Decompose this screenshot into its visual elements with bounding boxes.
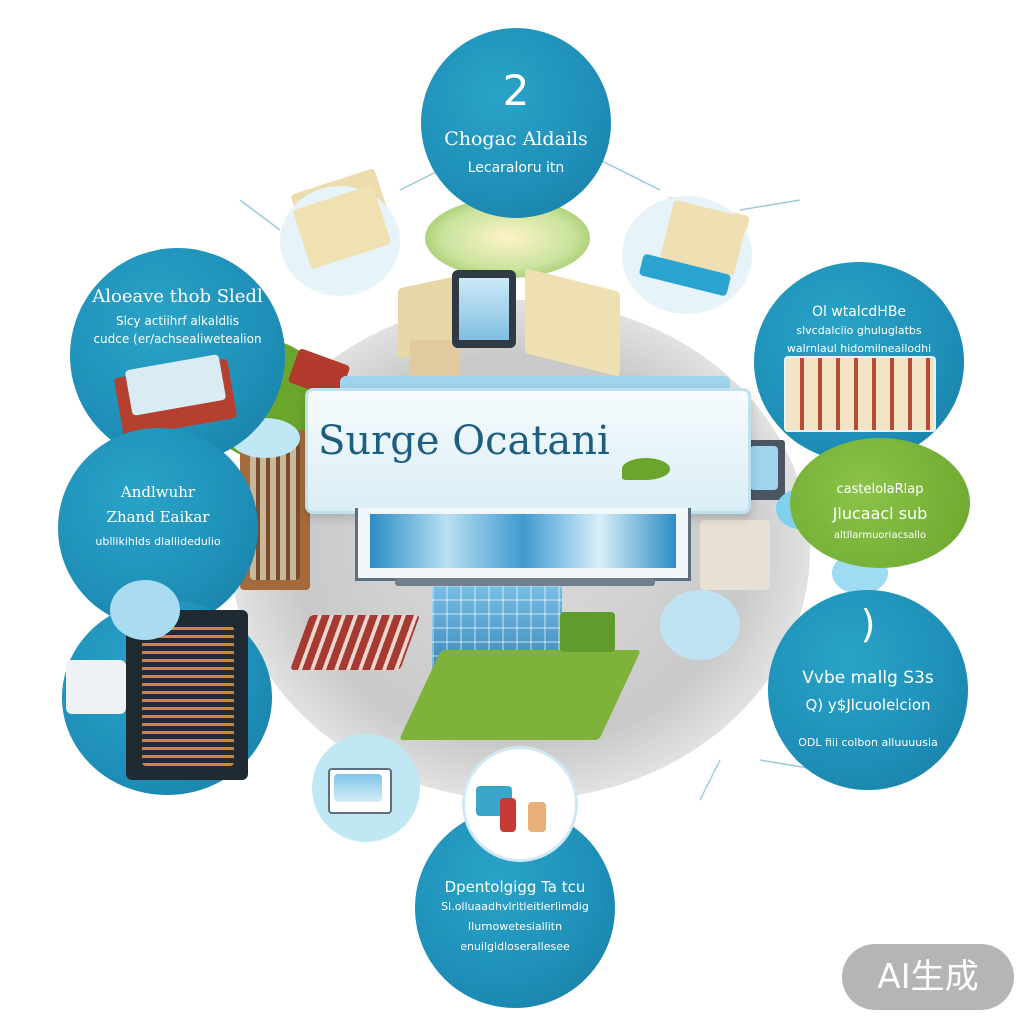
central-title: Surge Ocatani	[318, 418, 610, 464]
topic-line: altllarmuoriacsallo	[833, 530, 927, 541]
leaf-icon	[622, 458, 670, 480]
map-panel	[410, 340, 460, 380]
screen-display	[750, 446, 778, 490]
topic-line: Ilurnowetesiallitn	[467, 920, 563, 933]
green-lawn	[560, 612, 615, 652]
topic-title: Ol wtalcdHBe	[811, 304, 907, 320]
title-banner	[305, 388, 751, 514]
topic-line: cudce (er/achsealiwetealion	[93, 332, 262, 346]
topic-title: Aloeave thob Sledl	[92, 286, 263, 307]
topic-line: ODL fiii colbon alluuuusia	[798, 736, 938, 749]
topic-line: ubllikihlds dlallidedulio	[95, 535, 221, 548]
topic-title: Dpentolgigg Ta tcu	[444, 878, 586, 896]
topic-number: 2	[502, 66, 530, 115]
topic-line: Jlucaacl sub	[832, 504, 928, 523]
topic-bubble-right-lower: ) Vvbe mallg S3s Q) y$Jlcuolelcion ODL f…	[768, 590, 968, 790]
topic-bubble-right-middle: castelolaRlap Jlucaacl sub altllarmuoria…	[790, 438, 970, 568]
topic-bubble-top: 2 Chogac Aldails Lecaraloru itn	[421, 28, 611, 218]
connector-line	[699, 759, 721, 801]
monitor-icon	[355, 508, 691, 581]
laptop-screen	[334, 774, 382, 802]
topic-title: Andlwuhr	[120, 483, 196, 501]
bookshelf-books	[250, 440, 300, 580]
topic-number: )	[860, 602, 876, 646]
satellite-circle	[462, 746, 578, 862]
monitor-stand	[395, 578, 655, 586]
topic-title: Vvbe mallg S3s	[802, 668, 934, 688]
server-grid	[142, 626, 234, 766]
connector-line	[239, 199, 281, 231]
topic-title: castelolaRlap	[836, 482, 924, 497]
topic-line: Q) y$Jlcuolelcion	[805, 696, 931, 714]
device-icon	[66, 660, 126, 714]
connector-line	[399, 169, 441, 191]
topic-bubble-bottom: Dpentolgigg Ta tcu Sl.olluaadhvlrltleitl…	[415, 808, 615, 1008]
person-icon	[500, 798, 516, 832]
booth-block	[700, 520, 770, 590]
topic-line: Zhand Eaikar	[106, 508, 210, 526]
crowd-block	[289, 615, 421, 670]
green-lawn	[399, 650, 641, 740]
tablet-icon	[452, 270, 516, 348]
topic-line: walrnlaul hidomilneailodhi	[786, 342, 932, 355]
topic-title: Chogac Aldails	[444, 128, 588, 150]
topic-line: Slcy actiihrf alkaldlis	[115, 314, 240, 328]
cloud-icon	[110, 580, 180, 640]
connector-line	[599, 159, 661, 191]
person-icon	[528, 802, 546, 832]
connector-line	[739, 199, 801, 211]
kiosk-block	[660, 590, 740, 660]
topic-subtitle: Lecaraloru itn	[467, 160, 565, 176]
topic-line: enuilgldloserallesee	[460, 940, 570, 953]
archive-shelf-icon	[784, 356, 936, 432]
topic-line: slvcdalciio ghuluglatbs	[796, 324, 922, 337]
topic-line: Sl.olluaadhvlrltleitlerlimdig	[441, 900, 589, 913]
ai-generated-badge: AI生成	[842, 944, 1014, 1010]
